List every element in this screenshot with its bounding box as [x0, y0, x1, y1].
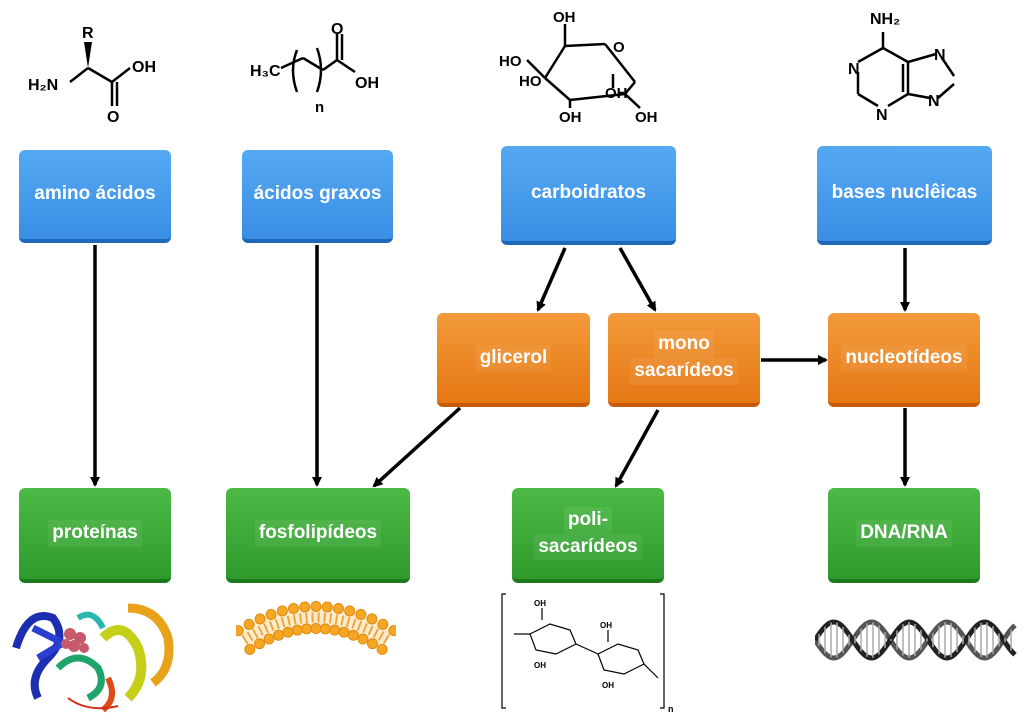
lipid-head	[310, 623, 322, 634]
label-amino-O: O	[107, 109, 119, 126]
lipid-head	[244, 643, 256, 655]
label-poly-OH-3: OH	[534, 661, 546, 670]
lipid-head	[357, 633, 369, 645]
label-acidos-graxos: ácidos graxos	[253, 183, 382, 205]
lipid-head	[276, 605, 288, 617]
lipid-head	[347, 629, 359, 641]
lipid-head	[273, 629, 285, 641]
lipid-head	[344, 605, 356, 617]
dna-strand	[815, 619, 1017, 661]
lipid-head	[236, 625, 244, 637]
lipid-head	[282, 626, 294, 638]
box-dna-rna: DNA/RNA	[828, 488, 980, 583]
lipid-head	[319, 623, 331, 635]
lipid-head	[254, 613, 266, 625]
label-sugar-OH-bottom: OH	[559, 109, 582, 126]
label-bases-nucleicas: bases nuclêicas	[831, 182, 978, 204]
fatty-acid-structure: H₃C n O OH	[250, 21, 379, 116]
label-adenine-N1: N	[848, 61, 860, 78]
label-fatty-OH: OH	[355, 75, 379, 92]
label-sugar-O: O	[613, 39, 625, 56]
box-acidos-graxos: ácidos graxos	[242, 150, 393, 243]
box-glicerol: glicerol	[437, 313, 590, 407]
lipid-head	[287, 603, 299, 615]
polysaccharide-structure: OH OH OH OH n	[501, 593, 674, 714]
phospholipid-arc-illustration	[236, 601, 396, 655]
label-adenine-N9: N	[928, 93, 940, 110]
label-fatty-n: n	[315, 99, 324, 116]
label-poly-n: n	[668, 704, 674, 714]
lipid-head	[301, 623, 313, 635]
lipid-head	[265, 608, 277, 620]
box-carboidratos: carboidratos	[501, 146, 676, 245]
label-amino-acidos: amino ácidos	[34, 183, 156, 205]
label-carboidratos: carboidratos	[530, 182, 647, 204]
lipid-head	[243, 618, 255, 630]
label-sugar-OH-anomeric: OH	[635, 109, 658, 126]
box-proteinas: proteínas	[19, 488, 171, 583]
arrow-carbo-glicerol	[536, 247, 567, 312]
label-fosfolipideos: fosfolipídeos	[254, 520, 382, 547]
lipid-head	[310, 601, 322, 612]
label-H3C: H₃C	[250, 63, 281, 80]
lipid-head	[299, 601, 311, 613]
label-poly-OH-4: OH	[602, 681, 614, 690]
box-amino-acidos: amino ácidos	[19, 150, 171, 243]
label-glicerol: glicerol	[475, 344, 552, 372]
label-mono-line1: mono	[654, 331, 714, 358]
label-poly-OH-2: OH	[600, 621, 612, 630]
lipid-head	[338, 626, 350, 638]
label-poli-line2: sacarídeos	[534, 533, 642, 561]
dna-strand	[815, 619, 1017, 661]
lipid-head	[291, 624, 303, 636]
lipid-head	[376, 643, 388, 655]
label-sugar-OH-top: OH	[553, 9, 576, 26]
label-adenine-NH2: NH₂	[870, 11, 900, 28]
label-adenine-N3: N	[876, 107, 888, 124]
label-H2N: H₂N	[28, 77, 58, 94]
box-polissacarideos: poli- sacarídeos	[512, 488, 664, 583]
label-sugar-HO-left: HO	[499, 53, 522, 70]
label-poli-line1: poli-	[563, 506, 613, 534]
label-sugar-HO-mid: HO	[519, 73, 542, 90]
label-dna-rna: DNA/RNA	[856, 520, 952, 547]
label-sugar-OH-right: OH	[605, 85, 628, 102]
lipid-head	[388, 625, 396, 637]
arrow-carbo-mono	[618, 247, 657, 312]
lipid-head	[355, 608, 367, 620]
lipid-head	[377, 618, 389, 630]
lipid-head	[367, 638, 379, 650]
lipid-head	[329, 624, 341, 636]
dna-helix-illustration	[815, 619, 1017, 661]
protein-ribbon-illustration	[12, 603, 174, 713]
arrow-mono-poli	[614, 409, 660, 488]
label-mono-line2: sacarídeos	[630, 358, 738, 385]
label-nucleotideos: nucleotídeos	[841, 344, 967, 372]
glucose-structure: OH O HO HO OH OH OH	[499, 9, 658, 126]
lipid-head	[333, 603, 345, 615]
amino-acid-structure: R H₂N OH O	[28, 25, 156, 126]
label-amino-OH: OH	[132, 59, 156, 76]
box-monossacarideos: mono sacarídeos	[608, 313, 760, 407]
arrow-glicerol-fosfo	[372, 406, 462, 488]
lipid-head	[321, 601, 333, 613]
label-poly-OH-1: OH	[534, 599, 546, 608]
label-proteinas: proteínas	[48, 520, 142, 547]
box-nucleotideos: nucleotídeos	[828, 313, 980, 407]
lipid-head	[263, 633, 275, 645]
label-fatty-O: O	[331, 21, 343, 38]
box-fosfolipideos: fosfolipídeos	[226, 488, 410, 583]
label-adenine-N7: N	[934, 47, 946, 64]
lipid-head	[366, 613, 378, 625]
label-R: R	[82, 25, 94, 42]
box-bases-nucleicas: bases nuclêicas	[817, 146, 992, 245]
lipid-head	[253, 638, 265, 650]
adenine-structure: NH₂ N N N N	[848, 11, 956, 124]
